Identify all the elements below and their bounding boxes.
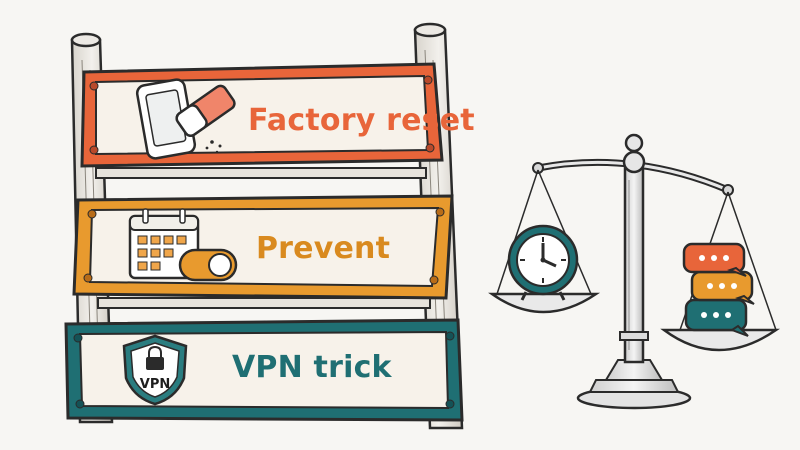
sign-label-factory-reset: Factory reset: [248, 103, 475, 138]
phone-eraser-icon: [135, 78, 236, 160]
sign-prevent: [72, 194, 454, 300]
right-pan: [660, 191, 781, 352]
shield-vpn-text: VPN: [140, 377, 170, 392]
sign-label-prevent: Prevent: [256, 231, 391, 266]
calendar-toggle-icon: [128, 208, 238, 282]
balance-scale: [488, 133, 781, 410]
sign-vpn-trick: VPN: [64, 318, 464, 422]
left-pan: [488, 169, 601, 314]
sign-label-vpn-trick: VPN trick: [232, 350, 392, 385]
clock-icon: [507, 224, 579, 301]
chat-bubble-stack: [682, 242, 755, 337]
sign-factory-reset: [80, 62, 444, 168]
chat-bubble-icon: [690, 270, 755, 305]
vpn-shield-icon: VPN: [122, 334, 188, 406]
chat-bubble-icon: [684, 298, 749, 337]
ladder: VPN: [64, 22, 464, 430]
chat-bubble-icon: [682, 242, 747, 277]
